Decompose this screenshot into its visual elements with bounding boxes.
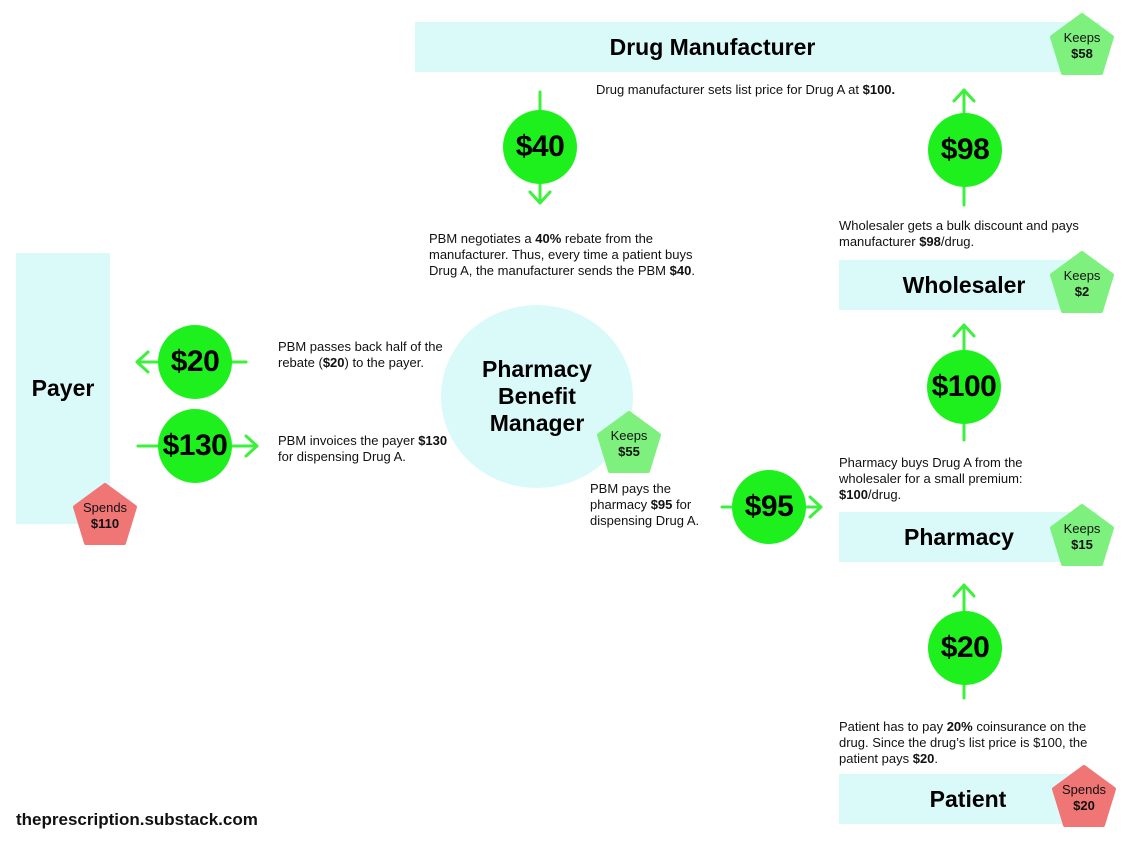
note-manufacturer: Drug manufacturer sets list price for Dr… <box>596 82 896 97</box>
badge-pharmacy-keeps: Keeps$15 <box>1050 504 1114 566</box>
note-pbm-rebate: PBM negotiates a 40% rebate from the man… <box>429 231 695 278</box>
note-pbm-passback: PBM passes back half of the rebate ($20)… <box>278 339 443 370</box>
manufacturer-title: Drug Manufacturer <box>609 33 816 60</box>
note-pbm-invoice: PBM invoices the payer $130 for dispensi… <box>278 433 448 464</box>
coin-rebate: $40 <box>503 110 577 184</box>
coin-wholesaler-to-manufacturer: $98 <box>928 113 1002 187</box>
manufacturer-box: Drug Manufacturer <box>415 22 1100 72</box>
badge-payer-spends: Spends$110 <box>73 483 137 545</box>
note-patient: Patient has to pay 20% coinsurance on th… <box>839 719 1088 766</box>
payer-box: Payer <box>16 253 110 524</box>
badge-patient-spends: Spends$20 <box>1052 765 1116 827</box>
pharmacy-title: Pharmacy <box>904 523 1014 550</box>
note-pbm-pays: PBM pays the pharmacy $95 for dispensing… <box>590 481 700 528</box>
note-pharmacy: Pharmacy buys Drug A from the wholesaler… <box>839 455 1023 502</box>
payer-title: Payer <box>31 375 95 401</box>
patient-title: Patient <box>929 785 1007 812</box>
badge-wholesaler-keeps: Keeps$2 <box>1050 251 1114 313</box>
badge-pbm-keeps: Keeps$55 <box>597 411 661 473</box>
note-wholesaler: Wholesaler gets a bulk discount and pays… <box>839 218 1079 249</box>
coin-pharmacy-to-wholesaler: $100 <box>927 350 1001 424</box>
coin-patient-to-pharmacy: $20 <box>928 611 1002 685</box>
coin-pbm-to-payer: $20 <box>158 325 232 399</box>
coin-pbm-to-pharmacy: $95 <box>732 470 806 544</box>
pbm-circle: Pharmacy Benefit Manager <box>441 305 633 488</box>
pbm-title: Pharmacy Benefit Manager <box>482 356 592 436</box>
patient-box: Patient <box>839 774 1097 824</box>
source-footer: theprescription.substack.com <box>16 810 258 829</box>
coin-payer-to-pbm: $130 <box>158 409 232 483</box>
badge-manufacturer-keeps: Keeps$58 <box>1050 13 1114 75</box>
wholesaler-title: Wholesaler <box>902 271 1026 298</box>
pharmacy-box: Pharmacy <box>839 512 1097 562</box>
